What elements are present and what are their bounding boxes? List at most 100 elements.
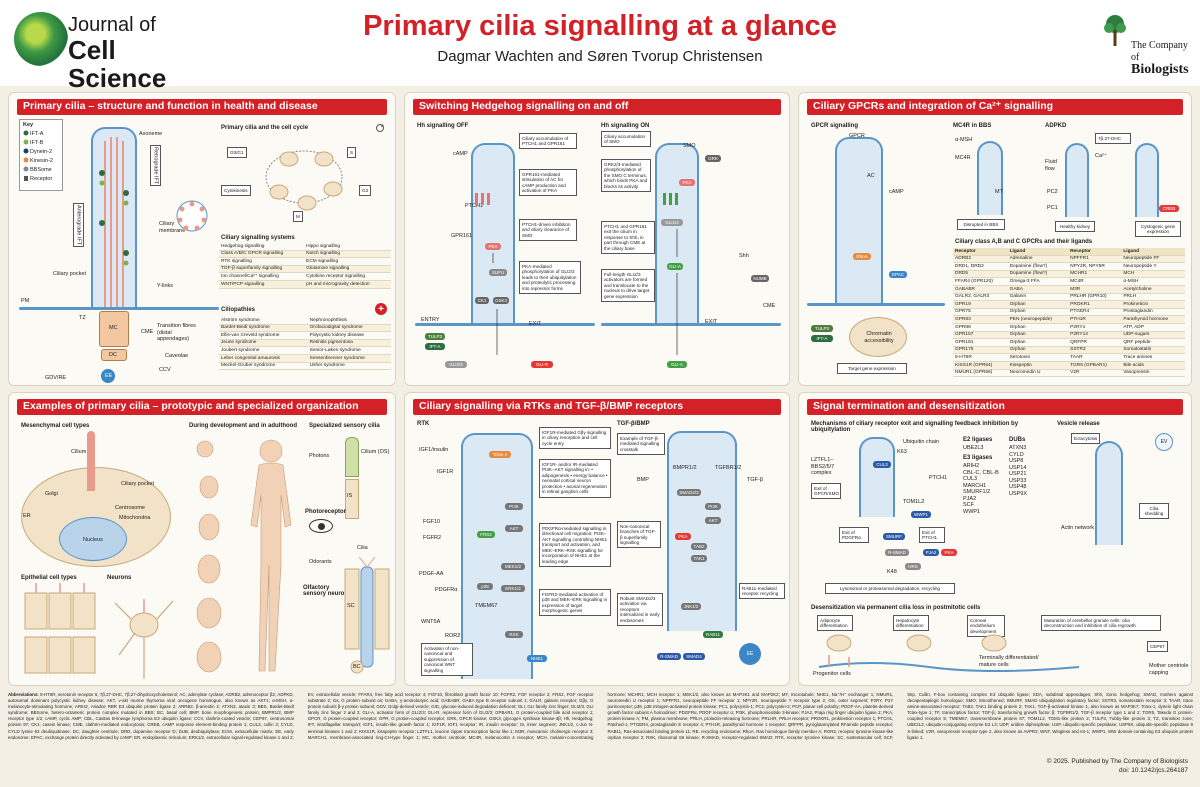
panel-title: Ciliary signalling via RTKs and TGF-β/BM… bbox=[413, 399, 781, 415]
desens-cells-icon bbox=[818, 634, 1080, 672]
table-cell: Bile acids bbox=[1121, 361, 1185, 370]
tgf-box-4: Robust SMAD2/3 activation via receptors … bbox=[617, 593, 663, 626]
caveolae-label: Caveolae bbox=[165, 353, 189, 359]
olfactory-title: Olfactory sensory neurons bbox=[303, 585, 352, 597]
abbreviations: Abbreviations: 5-HT6R, serotonin recepto… bbox=[8, 692, 1193, 782]
tulp3-off: TULP3 bbox=[425, 333, 445, 340]
rtk-title: RTK bbox=[417, 421, 430, 427]
key-item: BBSome bbox=[30, 167, 52, 173]
table-cell: Joubert syndrome bbox=[219, 346, 308, 355]
tom1l2-label: TOM1L2 bbox=[903, 499, 925, 505]
camp-label: cAMP bbox=[889, 189, 904, 195]
cul3-pill: CUL3 bbox=[873, 461, 891, 468]
rtk-box-4: FGFR2-mediated activation of p38 and MEK… bbox=[539, 589, 611, 617]
tgfb-cilium bbox=[667, 431, 737, 631]
table-cell: Orphan bbox=[1007, 308, 1069, 317]
mt-label: MT bbox=[995, 189, 1003, 195]
table-cell: M3R bbox=[1068, 285, 1122, 294]
table-cell: QRFPR bbox=[1068, 338, 1122, 347]
table-cell: Vasopressin bbox=[1121, 369, 1185, 378]
panel-title: Signal termination and desensitization bbox=[807, 399, 1183, 415]
table-cell: QRF peptide bbox=[1121, 338, 1185, 347]
on-step-4: Full-length GLI2/3 activators are formed… bbox=[601, 269, 655, 302]
adpkd-title: ADPKD bbox=[1045, 123, 1067, 129]
epithelial-cells-icon bbox=[24, 583, 96, 674]
rtk-box-2: IGF1R- and/or IR-mediated PI3K–AKT signa… bbox=[539, 459, 611, 498]
gdv-re-label: GDV/RE bbox=[45, 375, 67, 381]
k63-label: K63 bbox=[897, 449, 907, 455]
gli-a-nucleus: GLI-A bbox=[667, 361, 687, 368]
target-gene-box: Target gene expression bbox=[837, 363, 907, 374]
exit-gpcr-box: Exit of GPCR/SMO bbox=[811, 483, 841, 500]
cme-label-on: CME bbox=[763, 303, 776, 309]
ccv-label: CCV bbox=[159, 367, 171, 373]
panel-title: Switching Hedgehog signalling on and off bbox=[413, 99, 781, 115]
table-cell: Parathyroid hormone bbox=[1121, 315, 1185, 324]
desens-box-2: Hepatocyte differentiation bbox=[893, 615, 929, 632]
table-cell: GABABR bbox=[953, 285, 1008, 294]
signalling-systems-title: Ciliary signalling systems bbox=[221, 235, 295, 241]
ectocytosis-box: Ectocytosis bbox=[1071, 433, 1101, 444]
ev-vesicle: EV bbox=[1155, 433, 1173, 451]
abbreviations-title: Abbreviations: bbox=[8, 692, 39, 697]
adpkd-cilium-1 bbox=[1065, 143, 1089, 217]
degradation-box: Lysosomal or proteasomal degradation, re… bbox=[825, 583, 955, 594]
table-cell: NPFFR1 bbox=[1068, 255, 1122, 264]
ee-label: EE bbox=[105, 373, 113, 379]
list-item: CUL3 bbox=[963, 476, 978, 482]
table-cell: Usher syndrome bbox=[307, 362, 391, 371]
centrosome-label: Centrosome bbox=[115, 505, 145, 511]
list-item: SMURF1/2 bbox=[963, 489, 991, 495]
gsk3-off: GSK3 bbox=[493, 297, 509, 304]
igf1-label: IGF1/insulin bbox=[419, 447, 449, 453]
fluid-flow-label: Fluid flow bbox=[1045, 159, 1057, 172]
hh-arrows bbox=[475, 193, 678, 355]
membrane-on bbox=[601, 323, 781, 326]
wnt5a-label: WNT5A bbox=[421, 619, 441, 625]
table-cell: Dopamine (flow?) bbox=[1007, 262, 1069, 271]
table-header-cell: Receptor bbox=[953, 248, 1008, 256]
table-cell: GPR88 bbox=[953, 323, 1008, 332]
epithelial-title: Epithelial cell types bbox=[21, 575, 77, 581]
gpr161-label: GPR161 bbox=[451, 233, 473, 239]
table-cell: PTGER4 bbox=[1068, 308, 1122, 317]
table-cell: Meckel-Gruber syndrome bbox=[219, 362, 308, 371]
off-step-4: PKA-mediated phosphorylation of GLI2/3 l… bbox=[519, 261, 581, 294]
gpcr-cilium bbox=[835, 137, 883, 303]
publisher-logo: The Company of Biologists bbox=[1085, 14, 1195, 80]
medical-cross-icon: + bbox=[375, 303, 387, 315]
on-step-1: Ciliary accumulation of SMO bbox=[601, 131, 651, 148]
table-cell: Ellis-van Creveld syndrome bbox=[219, 331, 308, 340]
vesicle-title: Vesicle release bbox=[1057, 421, 1100, 427]
desensitization-title: Desensitization via permanent cilia loss… bbox=[811, 605, 981, 611]
panel-cilia-examples: Examples of primary cilia – prototypic a… bbox=[8, 392, 396, 686]
panel-title: Ciliary GPCRs and integration of Ca²⁺ si… bbox=[807, 99, 1183, 115]
cystogenic-box: Cystogenic gene expression bbox=[1135, 221, 1181, 238]
tgf-box-3: RAB11-mediated receptor recycling bbox=[739, 583, 785, 600]
tgfb-label: TGF-β bbox=[747, 477, 763, 483]
primary-cilium bbox=[91, 127, 137, 307]
rtk-box-5: Activation of non-canonical and suppress… bbox=[421, 643, 473, 676]
ck1-off: CK1 bbox=[475, 297, 489, 304]
capping-label: Mother centriole capping bbox=[1149, 663, 1189, 676]
hh-off-title: Hh signalling OFF bbox=[417, 123, 469, 129]
cilium-off bbox=[471, 143, 515, 323]
sufu-off: SUFU bbox=[489, 269, 507, 276]
table-cell: PEN (neuropeptide) bbox=[1007, 315, 1069, 324]
table-cell: Sensenbrenner syndrome bbox=[307, 354, 391, 363]
refresh-icon bbox=[376, 124, 384, 132]
table-cell: pH and microgravity detection bbox=[304, 280, 391, 289]
rsmad-pill: R-SMAD bbox=[657, 653, 681, 660]
shedding-box: Cilia shedding bbox=[1139, 503, 1169, 520]
table-cell: Prokineticin bbox=[1121, 300, 1185, 309]
vesicle-cilium bbox=[1095, 441, 1123, 545]
neuron-icon bbox=[114, 599, 174, 679]
